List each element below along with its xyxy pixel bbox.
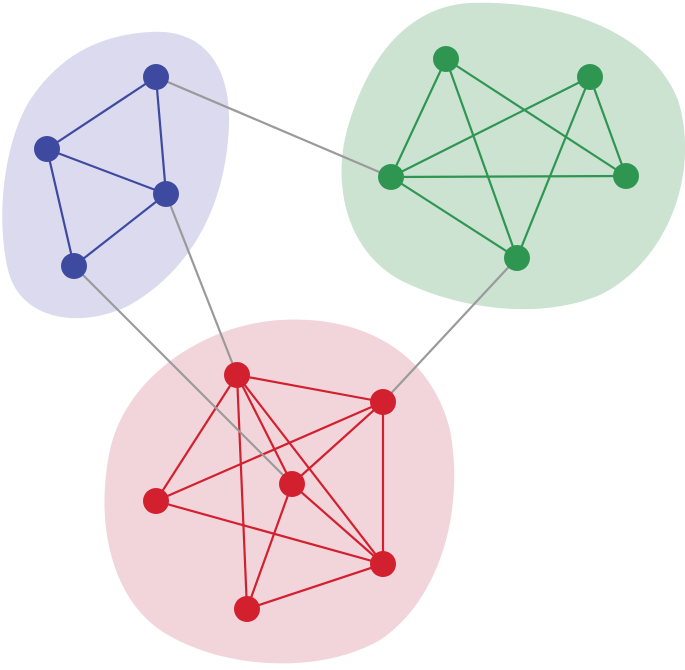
edge-g1-g4 [445,58,627,177]
node-r2 [370,389,396,415]
community-region-red [104,319,455,664]
inter-edge-b4-r4 [73,265,293,485]
edge-g2-g3 [390,76,591,178]
edges [45,58,628,611]
edge-r2-r3 [155,400,384,503]
edge-g1-g3 [390,58,447,178]
edge-r4-r5 [291,483,384,565]
edge-r6-r5 [246,562,384,611]
edge-g2-g5 [515,76,592,259]
edge-r1-r2 [236,373,384,404]
node-r6 [234,596,260,622]
node-g2 [577,64,603,90]
node-b4 [61,253,87,279]
node-g4 [613,163,639,189]
edge-g3-g4 [390,174,627,179]
nodes [34,46,639,622]
edge-r1-r4 [236,374,293,485]
edge-g1-g5 [444,58,519,259]
node-b2 [34,136,60,162]
edge-r1-r3 [155,374,238,502]
edge-g3-g5 [390,176,518,259]
node-r5 [370,551,396,577]
node-g5 [504,245,530,271]
node-r1 [224,362,250,388]
edge-r1-r6 [235,374,249,610]
edge-r4-r6 [245,483,294,610]
edge-g2-g4 [588,76,628,177]
node-g3 [378,164,404,190]
edge-b1-b3 [154,76,168,195]
node-r3 [143,488,169,514]
inter-edge-b3-r1 [164,193,239,376]
edge-b1-b2 [46,76,157,150]
inter-edge-b1-g3 [155,75,392,179]
edge-b3-b4 [73,193,167,267]
node-b1 [143,64,169,90]
edge-r2-r4 [291,401,384,485]
edge-b2-b3 [46,147,167,196]
edge-r1-r5 [236,374,384,565]
edge-b2-b4 [45,148,76,267]
node-g1 [433,46,459,72]
node-r4 [279,471,305,497]
node-b3 [153,181,179,207]
edge-r3-r5 [155,499,384,566]
inter-edge-g5-r2 [382,257,518,403]
